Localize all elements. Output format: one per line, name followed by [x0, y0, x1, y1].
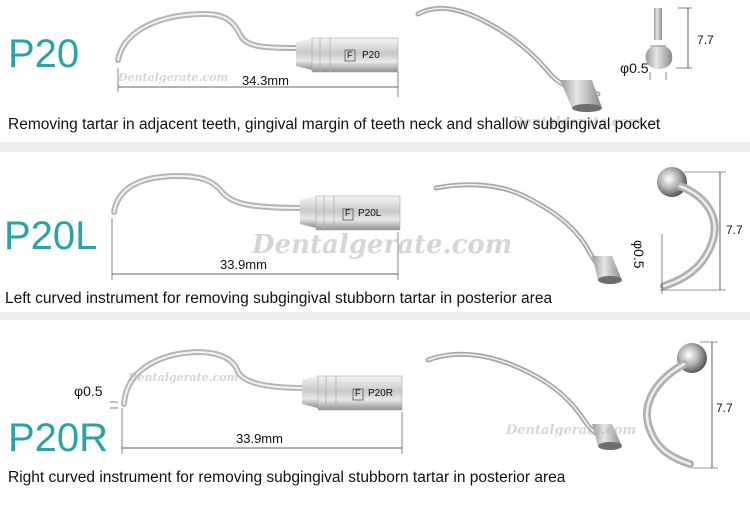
product-code: P20L — [4, 214, 98, 258]
product-panel-p20r: P20R P20R F 33.9mm φ0.5 7.7 Dentalgerate… — [0, 320, 750, 508]
tip-diameter: φ0.5 — [620, 60, 649, 76]
brand-mark: F — [355, 388, 361, 398]
product-panel-p20l: P20L P20L F 33.9mm φ0.5 7.7 Dentalgerate… — [0, 152, 750, 312]
section-separator — [0, 312, 750, 320]
tip-illustration-p20r — [110, 341, 718, 469]
product-panel-p20: P20 P20 F 34.3mm φ0.5 7.7 Dentalgerate.c… — [0, 0, 750, 142]
brand-mark: F — [345, 208, 351, 218]
watermark: Dentalgerate.com — [118, 71, 229, 84]
tip-illustration-p20 — [115, 5, 692, 112]
tip-diameter: φ0.5 — [74, 383, 103, 399]
watermark: Dentalgerate.com — [252, 230, 513, 260]
length-dimension: 33.9mm — [236, 431, 283, 446]
tip-illustration-p20l — [111, 167, 726, 294]
tip-engraving: P20R — [368, 388, 394, 399]
tip-engraving: P20L — [358, 208, 382, 219]
product-code: P20R — [8, 416, 109, 460]
product-description: Right curved instrument for removing sub… — [8, 469, 566, 486]
height-dimension: 7.7 — [726, 223, 743, 237]
height-dimension: 7.7 — [697, 33, 714, 47]
length-dimension: 33.9mm — [220, 257, 267, 272]
height-dimension: 7.7 — [716, 401, 733, 415]
watermark: Dentalgerate.com — [512, 115, 643, 130]
section-separator — [0, 142, 750, 152]
product-code: P20 — [8, 32, 80, 76]
brand-mark: F — [347, 50, 353, 60]
product-description: Left curved instrument for removing subg… — [5, 290, 553, 307]
watermark: Dentalgerate.com — [128, 371, 239, 384]
tip-diameter: φ0.5 — [631, 240, 647, 269]
tip-engraving: P20 — [362, 50, 380, 61]
product-description: Removing tartar in adjacent teeth, gingi… — [8, 116, 661, 133]
watermark: Dentalgerate.com — [506, 423, 637, 438]
length-dimension: 34.3mm — [242, 73, 289, 88]
